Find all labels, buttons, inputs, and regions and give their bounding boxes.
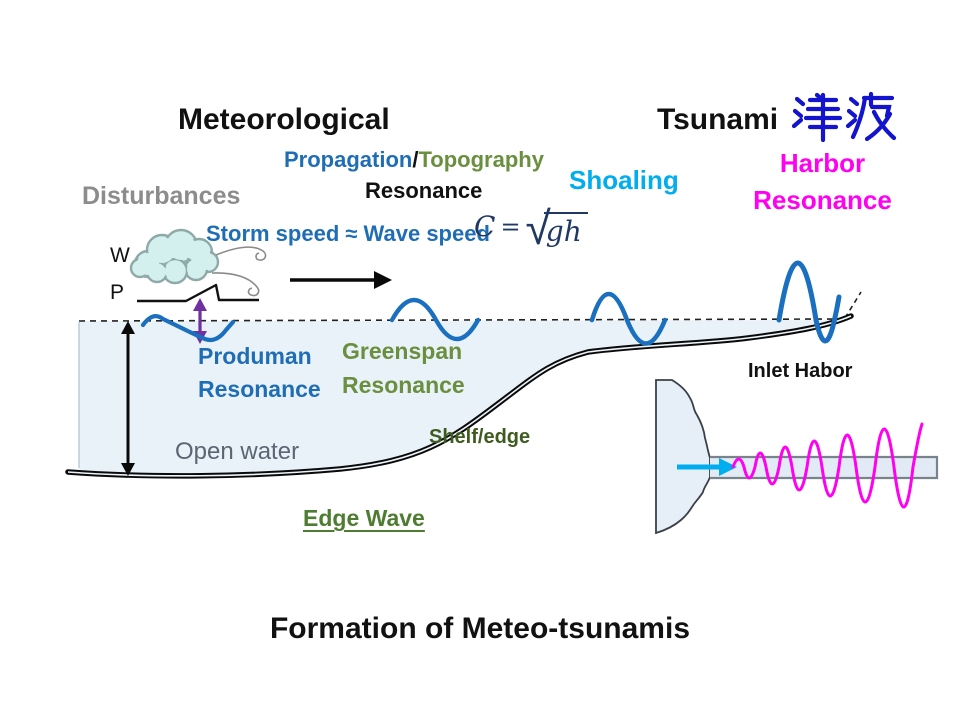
wave-under-storm [140, 314, 236, 343]
label-inlet-harbor: Inlet Habor [748, 360, 853, 382]
wind-swirl-icons [211, 246, 267, 297]
cloud-icon [129, 228, 220, 285]
label-resonance: Resonance [365, 178, 483, 203]
label-slash: / [412, 147, 419, 172]
label-harbor-line1: Harbor [779, 148, 866, 178]
label-edge-wave: Edge Wave [303, 505, 425, 531]
label-produman-resonance: Produman Resonance [198, 340, 321, 406]
incoming-wave-arrow [677, 458, 737, 476]
label-produman-line1: Produman [198, 343, 312, 369]
label-propagation: Propagation [284, 147, 413, 172]
tsunami-kanji [791, 91, 897, 143]
harbor-oscillation-wave [731, 422, 924, 509]
shelf-wave-1 [389, 298, 481, 341]
wave-speed-formula: C = √ gh [474, 205, 588, 251]
label-harbor-resonance: Harbor Resonance [740, 145, 905, 219]
label-shelf-edge: Shelf/edge [429, 426, 531, 448]
formula-radicand: gh [543, 212, 588, 249]
title-meteorological: Meteorological [178, 103, 390, 136]
shelf-wave-2 [589, 291, 668, 346]
label-storm-speed: Storm speed ≈ Wave speed [206, 221, 490, 246]
storm-motion-arrow [290, 271, 392, 289]
label-harbor-line2: Resonance [753, 185, 892, 215]
label-open-water: Open water [175, 438, 300, 465]
label-topography: Topography [418, 147, 544, 172]
formula-equals: = [500, 213, 521, 241]
bottom-title: Formation of Meteo-tsunamis [269, 612, 690, 645]
coast-dashline [844, 291, 862, 319]
coastal-wave [776, 260, 842, 344]
label-pressure: P [110, 281, 125, 304]
label-wind: W [110, 244, 130, 267]
label-disturbances: Disturbances [82, 182, 241, 210]
water-body [79, 317, 850, 476]
label-produman-line2: Resonance [198, 376, 321, 402]
pressure-step-line [137, 283, 259, 303]
depth-arrow [121, 321, 135, 476]
label-greenspan-line1: Greenspan [342, 338, 463, 364]
title-tsunami: Tsunami [657, 103, 779, 136]
harbor-headland [655, 379, 711, 535]
label-greenspan-line2: Resonance [342, 372, 465, 398]
label-greenspan-resonance: Greenspan Resonance [342, 334, 465, 402]
label-shoaling: Shoaling [569, 165, 679, 195]
formula-lhs: C [474, 210, 496, 243]
label-propagation-topography: Propagation/Topography [284, 147, 544, 173]
water-surface-dashline [78, 318, 846, 322]
seafloor-inner-line [67, 315, 852, 477]
